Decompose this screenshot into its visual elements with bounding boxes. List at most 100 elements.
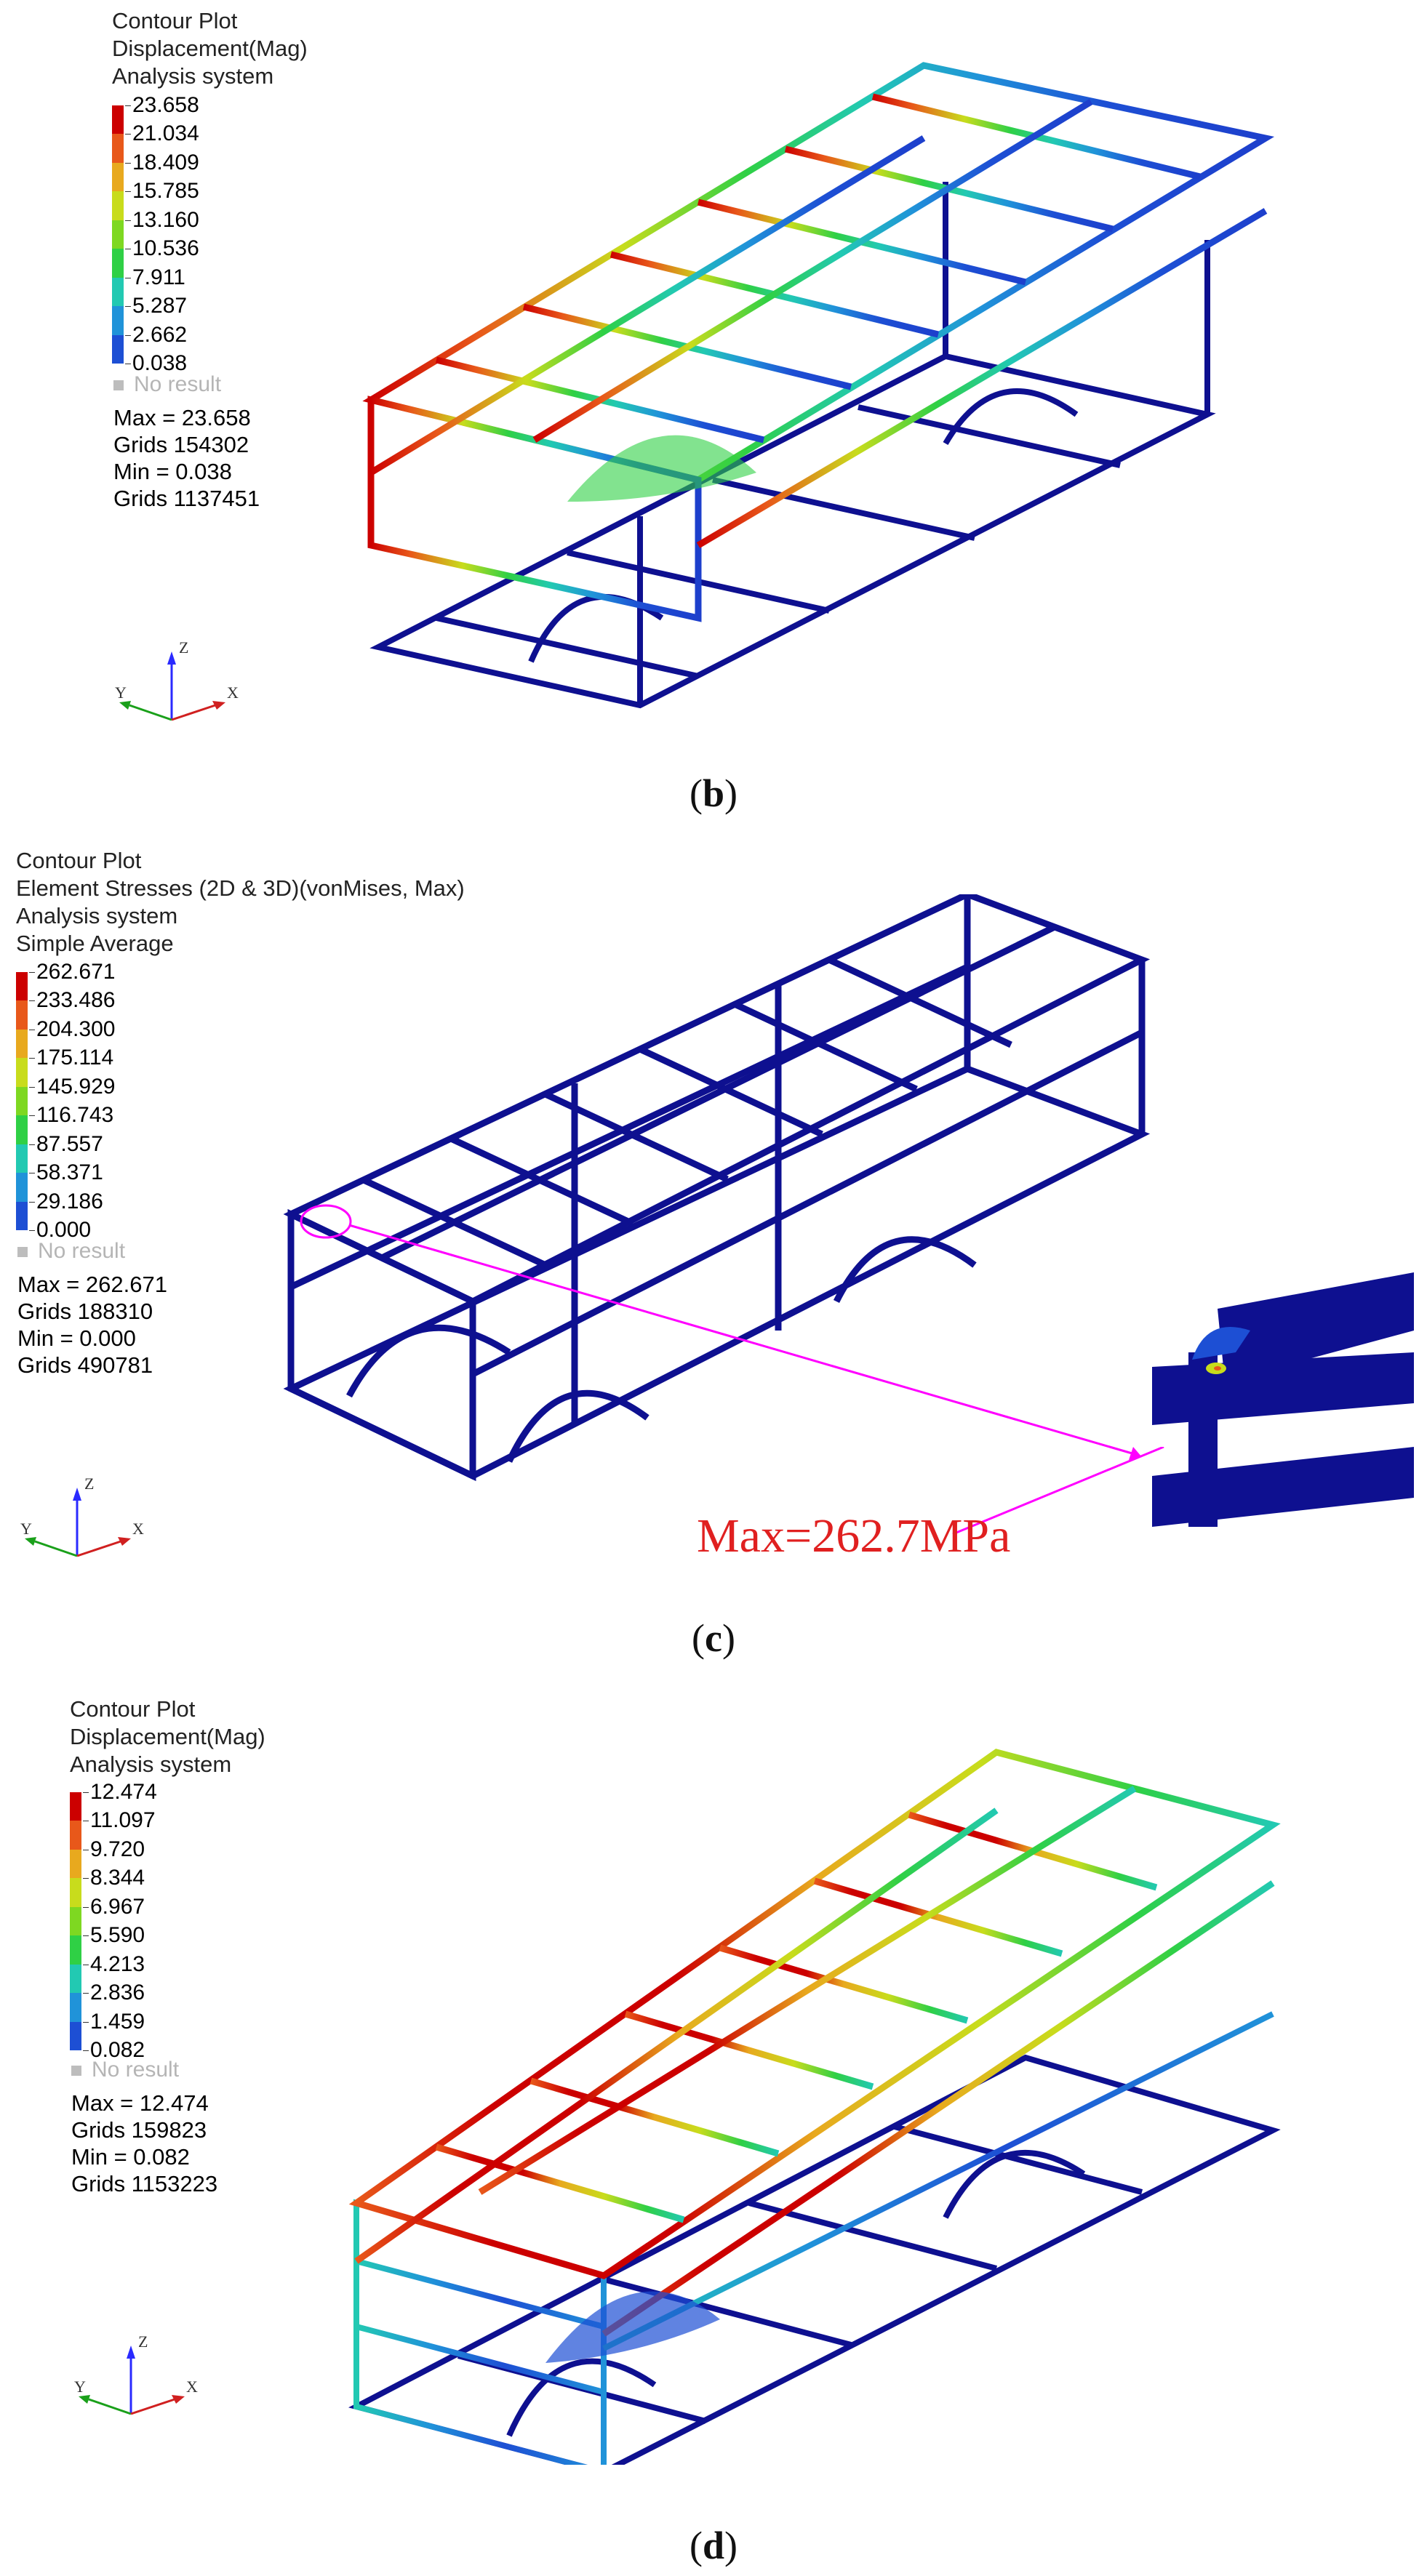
y-axis-arrow	[119, 701, 131, 710]
scale-tick-label: 175.114	[28, 1046, 114, 1070]
color-bar-segment	[70, 1849, 81, 1879]
scale-tick-label: 5.590	[82, 1923, 145, 1948]
caption-b: (b)	[689, 771, 738, 815]
stat-max-grid: Grids 159823	[71, 2117, 207, 2143]
x-axis-label: X	[132, 1520, 144, 1538]
legend-system: Analysis system	[112, 63, 274, 89]
max-stress-marker	[300, 1204, 352, 1239]
axis-triad: Z Y X	[115, 640, 239, 721]
callout-leader-2	[952, 1447, 1164, 1536]
stat-min-grid: Grids 1137451	[113, 486, 260, 511]
color-bar-segment	[112, 277, 124, 307]
scale-tick-label: 6.967	[82, 1894, 145, 1919]
z-axis-arrow	[127, 2346, 135, 2359]
axis-triad: Z Y X	[20, 1476, 144, 1557]
no-result-key: No result	[113, 372, 221, 397]
color-bar-segment	[16, 1086, 28, 1116]
color-bar-segment	[70, 1935, 81, 1965]
color-bar-segment	[70, 1906, 81, 1936]
scale-tick-label: 23.658	[125, 93, 199, 117]
color-bar-segment	[112, 105, 124, 135]
scale-tick-label: 13.160	[125, 207, 199, 232]
color-bar-segment	[112, 191, 124, 221]
chassis	[369, 182, 1216, 709]
chassis	[348, 2054, 1281, 2465]
stat-min: Min = 0.038	[113, 459, 232, 484]
scale-tick-label: 1.459	[82, 2009, 145, 2034]
upper-frame	[348, 1749, 1281, 2337]
legend: Contour Plot Displacement(Mag) Analysis …	[112, 7, 308, 90]
stat-max: Max = 23.658	[113, 405, 251, 430]
scale-tick-label: 0.082	[82, 2038, 145, 2062]
scale-tick-label: 58.371	[29, 1160, 103, 1185]
no-result-swatch	[113, 380, 124, 391]
color-bar-segment	[70, 1964, 81, 1994]
color-bar-segment	[16, 972, 28, 1001]
axis-triad: Z Y X	[74, 2334, 198, 2415]
color-bar-segment	[16, 1058, 28, 1088]
stats: Max = 262.671 Grids 188310 Min = 0.000 G…	[17, 1271, 167, 1379]
x-axis-arrow	[212, 701, 225, 710]
stat-max: Max = 12.474	[71, 2090, 209, 2116]
y-axis-label: Y	[20, 1520, 32, 1538]
y-axis-label: Y	[115, 683, 127, 702]
color-bar-segment	[70, 1821, 81, 1850]
x-axis-label: X	[186, 2378, 198, 2396]
scale-tick-label: 262.671	[28, 960, 116, 984]
stat-min-grid: Grids 490781	[17, 1352, 153, 1378]
bus-frame-model	[348, 1749, 1281, 2465]
color-bar-segment	[16, 1201, 28, 1231]
color-bar-segment	[16, 1173, 28, 1203]
upper-frame	[362, 62, 1275, 622]
scale-tick-label: 0.000	[28, 1218, 92, 1242]
color-bar-segment	[70, 2021, 81, 2051]
zoom-hotspot-outer	[1192, 1327, 1250, 1360]
caption-d: (d)	[689, 2524, 738, 2567]
stats: Max = 12.474 Grids 159823 Min = 0.082 Gr…	[71, 2090, 217, 2197]
color-bar-segment	[16, 1000, 28, 1030]
scale-tick-label: 7.911	[125, 265, 185, 289]
stat-min-grid: Grids 1153223	[71, 2171, 218, 2196]
scale-tick-label: 233.486	[28, 988, 116, 1013]
scale-tick-label: 0.038	[124, 351, 188, 375]
color-bar-segment	[16, 1029, 28, 1059]
scale-tick-label: 204.300	[28, 1016, 116, 1041]
legend: Contour Plot Element Stresses (2D & 3D)(…	[16, 847, 465, 958]
legend: Contour Plot Displacement(Mag) Analysis …	[70, 1696, 265, 1778]
legend-system: Analysis system	[70, 1752, 232, 1777]
zoom-hotspot-peak	[1214, 1366, 1221, 1371]
no-result-key: No result	[71, 2058, 179, 2082]
color-bar-segment	[112, 306, 124, 336]
color-bar-segment	[16, 1144, 28, 1173]
x-axis-line	[130, 2398, 175, 2415]
max-stress-callout: Max=262.7MPa	[697, 1509, 1011, 1562]
color-bar-segment	[70, 1792, 81, 1821]
bus-frame-model	[362, 62, 1275, 709]
stat-max-grid: Grids 154302	[113, 432, 249, 457]
x-axis-arrow	[172, 2395, 185, 2404]
y-axis-line	[88, 2398, 132, 2415]
x-axis-line	[171, 704, 216, 721]
zoom-detail	[1152, 1265, 1414, 1527]
y-axis-line	[34, 1540, 78, 1557]
z-axis-arrow	[167, 651, 176, 665]
dash-panel	[567, 435, 756, 502]
legend-title: Contour Plot	[112, 8, 238, 33]
legend-result-type: Element Stresses (2D & 3D)(vonMises, Max…	[16, 875, 465, 901]
color-bar	[112, 105, 124, 364]
stat-max-grid: Grids 188310	[17, 1299, 153, 1324]
scale-tick-label: 5.287	[124, 294, 188, 318]
x-axis-line	[76, 1540, 121, 1557]
x-axis-arrow	[118, 1537, 131, 1546]
y-axis-label: Y	[74, 2378, 86, 2396]
legend-result-type: Displacement(Mag)	[70, 1724, 265, 1749]
scale-tick-label: 87.557	[29, 1131, 103, 1156]
scale-tick-label: 116.743	[28, 1103, 114, 1128]
stats: Max = 23.658 Grids 154302 Min = 0.038 Gr…	[113, 404, 260, 512]
panel-c: Contour Plot Element Stresses (2D & 3D)(…	[0, 836, 1427, 1672]
scale-tick-label: 12.474	[83, 1780, 157, 1804]
scale-tick-label: 8.344	[82, 1866, 145, 1890]
